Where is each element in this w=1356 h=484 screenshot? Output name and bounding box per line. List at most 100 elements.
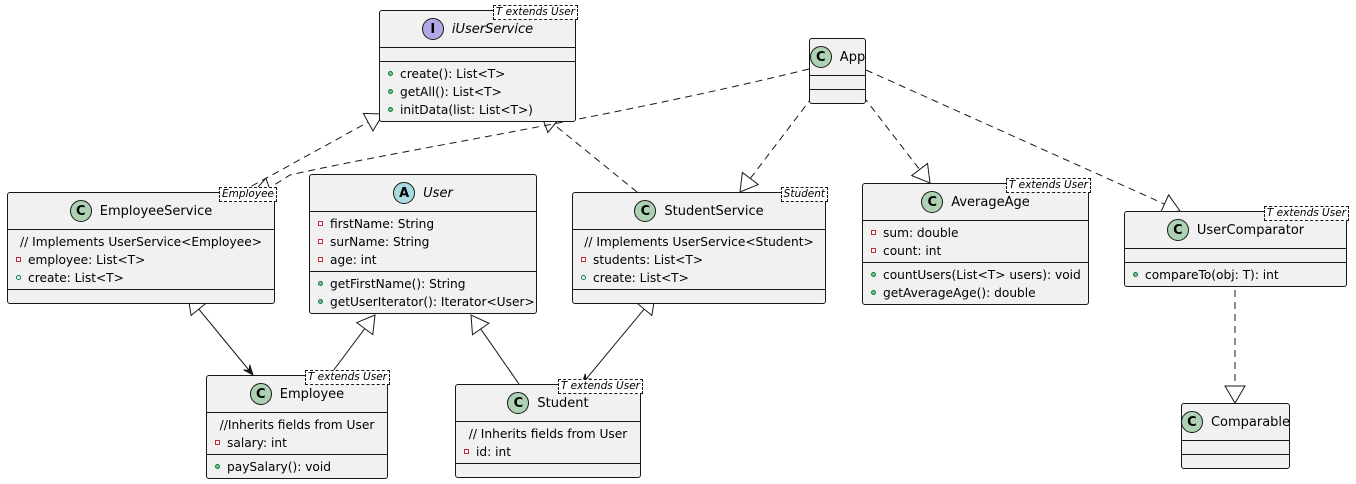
public-visibility-icon — [318, 281, 323, 286]
fields-section — [810, 75, 865, 89]
methods-section — [1182, 454, 1289, 468]
class-name: AverageAge — [951, 194, 1030, 210]
private-visibility-icon — [318, 221, 323, 226]
methods-section — [456, 463, 640, 477]
private-visibility-icon — [16, 257, 21, 262]
type-parameter: Student — [780, 187, 828, 202]
fields-section: // Implements UserService<Employee> emplo… — [8, 229, 274, 289]
member-text: // Inherits fields from User — [468, 427, 628, 441]
edge-employee-user-line — [329, 328, 366, 376]
member-text: firstName: String — [330, 217, 435, 231]
methods-section — [8, 289, 274, 303]
method: getAll(): List<T> — [380, 83, 575, 101]
member-text: sum: double — [883, 226, 959, 240]
class-name: UserComparator — [1196, 222, 1305, 238]
field: employee: List<T> — [8, 251, 274, 269]
comment-line: //Inherits fields from User — [207, 416, 387, 434]
fields-section — [1125, 248, 1346, 262]
member-text: count: int — [883, 244, 942, 258]
fields-section — [1182, 440, 1289, 454]
method: getFirstName(): String — [310, 275, 536, 293]
edge-app-averageage-head — [910, 162, 931, 184]
class-name: StudentService — [664, 203, 764, 219]
method: create(): List<T> — [380, 65, 575, 83]
fields-section: // Inherits fields from User id: int — [456, 421, 640, 463]
class-header: C App — [809, 39, 866, 75]
member-text: paySalary(): void — [227, 460, 331, 474]
method: compareTo(obj: T): int — [1125, 266, 1346, 284]
member-text: countUsers(List<T> users): void — [883, 268, 1081, 282]
member-text: // Implements UserService<Student> — [584, 235, 814, 249]
member-text: id: int — [476, 445, 511, 459]
class-header: C Comparable — [1180, 404, 1291, 440]
edge-studentservice-iuserservice-line — [553, 124, 638, 193]
edge-employee-employeeservice-line — [198, 308, 254, 376]
public-visibility-icon — [16, 275, 21, 280]
edge-app-studentservice-head — [739, 171, 760, 193]
member-text: employee: List<T> — [28, 253, 146, 267]
field: salary: int — [207, 434, 387, 452]
field: age: int — [310, 251, 536, 269]
class-badge-icon: C — [249, 383, 272, 405]
class-badge-icon: C — [1166, 219, 1189, 241]
public-visibility-icon — [388, 107, 393, 112]
class-badge-icon: C — [809, 46, 832, 68]
class-app[interactable]: C App — [809, 38, 866, 104]
method: getAverageAge(): double — [863, 284, 1088, 302]
methods-section: compareTo(obj: T): int — [1125, 262, 1346, 286]
type-parameter: T extends User — [1263, 206, 1349, 221]
member-text: getUserIterator(): Iterator<User> — [330, 295, 535, 309]
field: surName: String — [310, 233, 536, 251]
member-text: getAverageAge(): double — [883, 286, 1036, 300]
type-parameter: T extends User — [304, 370, 390, 385]
methods-section — [573, 289, 825, 303]
edge-app-usercomparator-line — [865, 69, 1165, 205]
comment-line: // Implements UserService<Student> — [573, 233, 825, 251]
member-text: initData(list: List<T>) — [400, 103, 533, 117]
public-visibility-icon — [581, 275, 586, 280]
private-visibility-icon — [871, 248, 876, 253]
public-visibility-icon — [388, 89, 393, 94]
public-visibility-icon — [871, 272, 876, 277]
class-name: User — [423, 185, 453, 201]
member-text: // Implements UserService<Employee> — [20, 235, 262, 249]
abstract-badge-icon: A — [393, 182, 416, 204]
public-visibility-icon — [388, 71, 393, 76]
method: initData(list: List<T>) — [380, 101, 575, 119]
method: paySalary(): void — [207, 458, 387, 476]
field: create: List<T> — [573, 269, 825, 287]
class-name: App — [839, 49, 866, 65]
class-badge-icon: C — [921, 191, 944, 213]
class-name: Comparable — [1210, 414, 1291, 430]
member-text: students: List<T> — [593, 253, 704, 267]
edge-student-user-head — [470, 314, 490, 336]
fields-section: sum: double count: int — [863, 220, 1088, 262]
member-text: create(): List<T> — [400, 67, 506, 81]
member-text: //Inherits fields from User — [219, 418, 375, 432]
edge-student-user-line — [480, 328, 520, 385]
field: students: List<T> — [573, 251, 825, 269]
class-badge-icon: C — [1180, 411, 1203, 433]
type-parameter: T extends User — [557, 379, 643, 394]
class-name: Employee — [279, 386, 345, 402]
field: create: List<T> — [8, 269, 274, 287]
class-badge-icon: C — [507, 392, 530, 414]
public-visibility-icon — [318, 299, 323, 304]
edge-student-studentservice-line — [581, 308, 645, 385]
member-text: create: List<T> — [28, 271, 124, 285]
class-comparable[interactable]: C Comparable — [1180, 403, 1291, 469]
comment-line: // Inherits fields from User — [456, 425, 640, 443]
class-name: EmployeeService — [99, 203, 213, 219]
